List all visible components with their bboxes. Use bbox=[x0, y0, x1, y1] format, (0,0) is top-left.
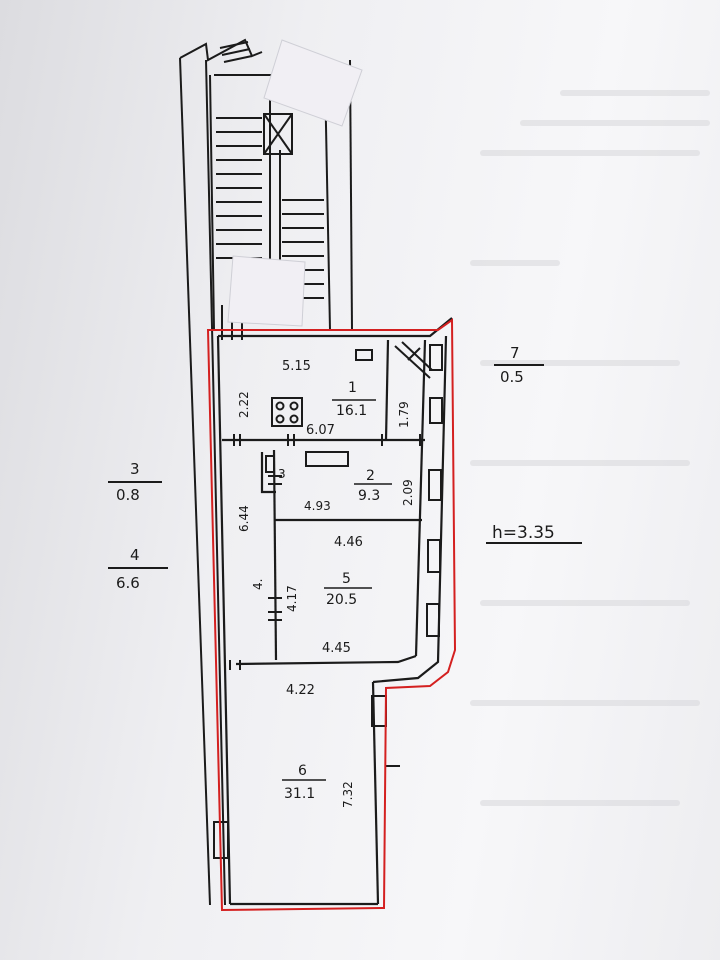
shaft-wall bbox=[209, 74, 215, 331]
room-1-number: 1 bbox=[348, 380, 357, 396]
room-2-area: 9.3 bbox=[358, 488, 380, 504]
outside-7-area: 0.5 bbox=[500, 368, 524, 386]
room-5-area: 20.5 bbox=[326, 592, 357, 608]
apartment-walls bbox=[216, 317, 453, 906]
outside-3-area: 0.8 bbox=[116, 486, 140, 504]
dimension-label: 5.15 bbox=[282, 359, 311, 374]
outside-4-number: 4 bbox=[130, 546, 140, 564]
room-3-number: 3 bbox=[278, 467, 286, 481]
room-5-number: 5 bbox=[342, 571, 351, 587]
dimension-label: 4.45 bbox=[322, 641, 351, 656]
faint-text-line bbox=[470, 700, 700, 706]
toilet-icon bbox=[265, 455, 275, 473]
room-6-area: 31.1 bbox=[284, 786, 315, 802]
dimension-label: 1.79 bbox=[397, 401, 411, 428]
faint-text-line bbox=[480, 800, 680, 806]
shaft-wall bbox=[349, 59, 353, 331]
doors bbox=[229, 434, 421, 670]
corridor-inner-wall bbox=[205, 59, 226, 906]
stove-icon bbox=[271, 397, 303, 427]
sink-icon bbox=[355, 349, 373, 361]
bathtub-icon bbox=[305, 451, 349, 467]
outside-3-number: 3 bbox=[130, 460, 140, 478]
dimension-label: 4.93 bbox=[304, 499, 331, 513]
staircase bbox=[216, 41, 324, 340]
room-1-area: 16.1 bbox=[336, 403, 367, 419]
faint-text-line bbox=[480, 600, 690, 606]
faint-text-line bbox=[470, 460, 690, 466]
vent-icon bbox=[394, 341, 433, 379]
apartment-boundary bbox=[206, 318, 457, 912]
outside-4-area: 6.6 bbox=[116, 574, 140, 592]
dimension-label: 4.17 bbox=[285, 585, 299, 612]
faint-text-line bbox=[470, 260, 560, 266]
room-fraction-lines bbox=[282, 399, 392, 781]
outside-7-number: 7 bbox=[510, 344, 520, 362]
corridor-outer-wall bbox=[179, 38, 263, 62]
faint-text-line bbox=[480, 360, 680, 366]
dimension-label: 4. bbox=[251, 579, 265, 590]
corridor-outer-wall bbox=[179, 57, 211, 906]
dimension-label: 2.09 bbox=[401, 479, 415, 506]
elevator-box bbox=[263, 113, 293, 155]
ceiling-height-label: h=3.35 bbox=[492, 523, 555, 543]
paper-sticker bbox=[263, 39, 363, 127]
dimension-label: 6.07 bbox=[306, 423, 335, 438]
windows bbox=[213, 344, 443, 859]
faint-text-line bbox=[520, 120, 710, 126]
room-2-number: 2 bbox=[366, 468, 375, 484]
faint-text-line bbox=[560, 90, 710, 96]
dimension-label: 6.44 bbox=[237, 505, 251, 532]
dimension-label: 7.32 bbox=[341, 781, 355, 808]
dimension-label: 4.46 bbox=[334, 535, 363, 550]
dimension-label: 4.22 bbox=[286, 683, 315, 698]
faint-text-line bbox=[480, 150, 700, 156]
room-6-number: 6 bbox=[298, 763, 307, 779]
paper-sticker bbox=[227, 255, 306, 327]
dimension-label: 2.22 bbox=[237, 391, 251, 418]
